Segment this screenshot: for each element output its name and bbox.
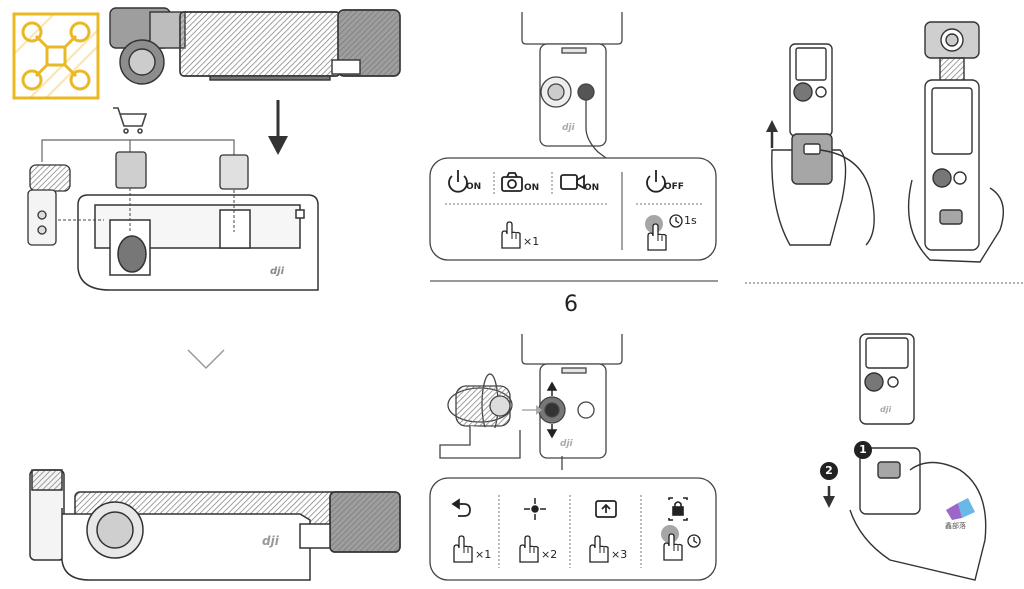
case-brand-mark: dji — [270, 266, 285, 277]
camera-brand-mark-bottom: dji — [560, 439, 574, 449]
accessory-lens-a — [115, 151, 147, 189]
undo-icon — [451, 498, 471, 517]
power-on-label: ON — [466, 182, 482, 192]
step-number: 6 — [564, 292, 578, 317]
assembled-brand-mark: dji — [262, 534, 280, 548]
camera-rear-top — [521, 12, 623, 159]
carrying-case — [77, 194, 319, 291]
power-off-label: OFF — [664, 182, 684, 192]
flip-icon — [595, 500, 617, 518]
control-panel — [429, 477, 717, 581]
center-count: ×2 — [541, 548, 558, 561]
cart-icon — [113, 107, 148, 134]
power-off-icon — [646, 170, 666, 193]
camera-rear-bottom — [521, 334, 623, 470]
power-icon — [448, 170, 468, 193]
attach-cover-illustration — [849, 333, 987, 581]
arrow-down-icon — [268, 100, 288, 155]
power-hold-time: 1s — [684, 214, 697, 227]
assembled-case — [29, 469, 401, 581]
camera-brand-mark-top: dji — [562, 123, 576, 133]
watermark-text: 鑫部落 — [945, 522, 966, 530]
accessory-lens-b — [219, 154, 249, 190]
cover-brand-mark: dji — [880, 405, 891, 414]
step-marker-2: 2 — [820, 462, 838, 480]
power-panel — [429, 157, 717, 261]
recenter-count: ×1 — [475, 548, 492, 561]
pocket-camera-side — [109, 7, 401, 85]
photo-on-label: ON — [524, 183, 540, 193]
camera-held-illustration — [907, 21, 1004, 263]
drone-logo-icon — [12, 12, 100, 100]
gimbal-rotation — [439, 373, 521, 459]
step-marker-1: 1 — [854, 441, 872, 459]
video-icon — [560, 174, 585, 190]
arrow-down-small-icon — [823, 486, 835, 508]
lock-icon — [668, 497, 688, 521]
camera-icon — [501, 172, 523, 192]
joystick-arrows — [522, 381, 558, 439]
lock-timer-icon — [687, 534, 701, 548]
video-on-label: ON — [584, 183, 600, 193]
recenter-icon — [524, 498, 546, 520]
power-press-count: ×1 — [523, 235, 540, 248]
flip-count: ×3 — [611, 548, 628, 561]
remove-cover-illustration — [771, 43, 875, 246]
timer-icon — [669, 214, 683, 228]
chevron-down-icon — [187, 349, 225, 370]
watermark-logo-icon — [946, 498, 975, 520]
microphone-transmitter — [27, 164, 71, 246]
arrow-up-icon — [766, 120, 778, 148]
